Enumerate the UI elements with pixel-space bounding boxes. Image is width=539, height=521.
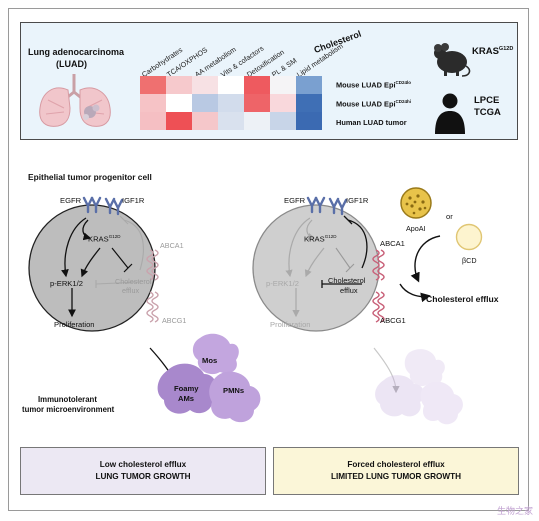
right-chol-efflux-label-2: efflux xyxy=(340,286,358,295)
right-cell-diagram xyxy=(252,196,400,394)
heatmap-cell xyxy=(192,112,218,130)
heatmap-cell xyxy=(166,94,192,112)
disease-subtitle: (LUAD) xyxy=(56,59,87,69)
human-icon xyxy=(435,93,465,134)
or-label: or xyxy=(446,212,453,221)
left-abcg1-label: ABCG1 xyxy=(162,316,187,325)
left-cell-diagram xyxy=(28,196,182,396)
heatmap-cell xyxy=(218,112,244,130)
right-kras-label: KRASG12D xyxy=(304,234,337,244)
left-chol-efflux-label-1: Cholesterol xyxy=(115,277,152,286)
heatmap-cell xyxy=(140,112,166,130)
heatmap-cell xyxy=(270,112,296,130)
mouse-model-label: KRASG12D xyxy=(472,46,514,58)
right-outcome-panel: Forced cholesterol efflux LIMITED LUNG T… xyxy=(273,447,519,495)
lungs-icon xyxy=(39,74,111,127)
right-outcome-line1: Forced cholesterol efflux xyxy=(347,460,445,469)
heatmap-cell xyxy=(244,94,270,112)
disease-title: Lung adenocarcinoma xyxy=(28,47,125,57)
efflux-arrow xyxy=(399,235,441,303)
immune-cells-cluster xyxy=(157,333,261,423)
heatmap-cell xyxy=(296,94,322,112)
left-abca1-label: ABCA1 xyxy=(160,241,184,250)
heatmap-row-label: Mouse LUAD EpiCD24lo xyxy=(336,80,412,90)
left-perk-label: p-ERK1/2 xyxy=(50,279,83,288)
heatmap-cell xyxy=(296,76,322,94)
tme-foamy-label-1: Foamy xyxy=(174,384,199,393)
watermark-text: 生物之家 xyxy=(496,506,533,516)
right-abcg1-label: ABCG1 xyxy=(380,316,406,325)
tme-pmns-label: PMNs xyxy=(223,386,245,395)
tme-label-1: Immunotolerant xyxy=(38,395,97,404)
cell-section-title: Epithelial tumor progenitor cell xyxy=(28,172,152,182)
heatmap-cell xyxy=(218,76,244,94)
heatmap-cell xyxy=(140,76,166,94)
right-proliferation-label: Proliferation xyxy=(270,320,311,329)
heatmap-grid xyxy=(140,76,322,130)
heatmap-cell xyxy=(270,76,296,94)
mouse-icon xyxy=(434,43,471,77)
left-outcome-line2: LUNG TUMOR GROWTH xyxy=(95,472,191,481)
beta-cyclodextrin-icon xyxy=(455,223,483,251)
heatmap-row-label: Human LUAD tumor xyxy=(336,118,407,127)
right-perk-label: p-ERK1/2 xyxy=(266,279,299,288)
apoai-label: ApoAI xyxy=(406,224,426,233)
heatmap-cell xyxy=(192,94,218,112)
heatmap-cell xyxy=(192,76,218,94)
figure-frame xyxy=(8,8,529,511)
heatmap-cell xyxy=(166,112,192,130)
heatmap-cell xyxy=(270,94,296,112)
heatmap-cell xyxy=(166,76,192,94)
left-kras-label: KRASG12D xyxy=(88,234,121,244)
left-proliferation-label: Proliferation xyxy=(54,320,95,329)
tme-foamy-label-2: AMs xyxy=(178,394,195,403)
heatmap-cell xyxy=(244,76,270,94)
left-chol-efflux-label-2: efflux xyxy=(122,286,140,295)
faded-immune-cells xyxy=(375,349,463,425)
right-outcome-line2: LIMITED LUNG TUMOR GROWTH xyxy=(330,472,462,481)
human-cohort-label-2: TCGA xyxy=(474,107,501,118)
right-abca1-label: ABCA1 xyxy=(380,239,405,248)
heatmap-cell xyxy=(140,94,166,112)
tme-mos-label: Mos xyxy=(202,356,218,365)
tme-label-2: tumor microenvironment xyxy=(22,405,115,414)
left-outcome-panel: Low cholesterol efflux LUNG TUMOR GROWTH xyxy=(20,447,266,495)
right-igf1r-label: IGF1R xyxy=(346,196,369,205)
heatmap-cell xyxy=(218,94,244,112)
heatmap-cell xyxy=(244,112,270,130)
bcd-label: βCD xyxy=(462,256,477,265)
left-outcome-line1: Low cholesterol efflux xyxy=(99,460,187,469)
right-chol-efflux-label-1: Cholesterol xyxy=(328,276,366,285)
cholesterol-efflux-output-label: Cholesterol efflux xyxy=(426,294,499,304)
apoai-particle-icon xyxy=(400,187,432,219)
left-igf1r-label: IGF1R xyxy=(122,196,145,205)
heatmap-cell xyxy=(296,112,322,130)
right-egfr-label: EGFR xyxy=(284,196,306,205)
heatmap-row-label: Mouse LUAD EpiCD24hi xyxy=(336,99,412,109)
human-cohort-label-1: LPCE xyxy=(474,95,500,106)
left-egfr-label: EGFR xyxy=(60,196,82,205)
